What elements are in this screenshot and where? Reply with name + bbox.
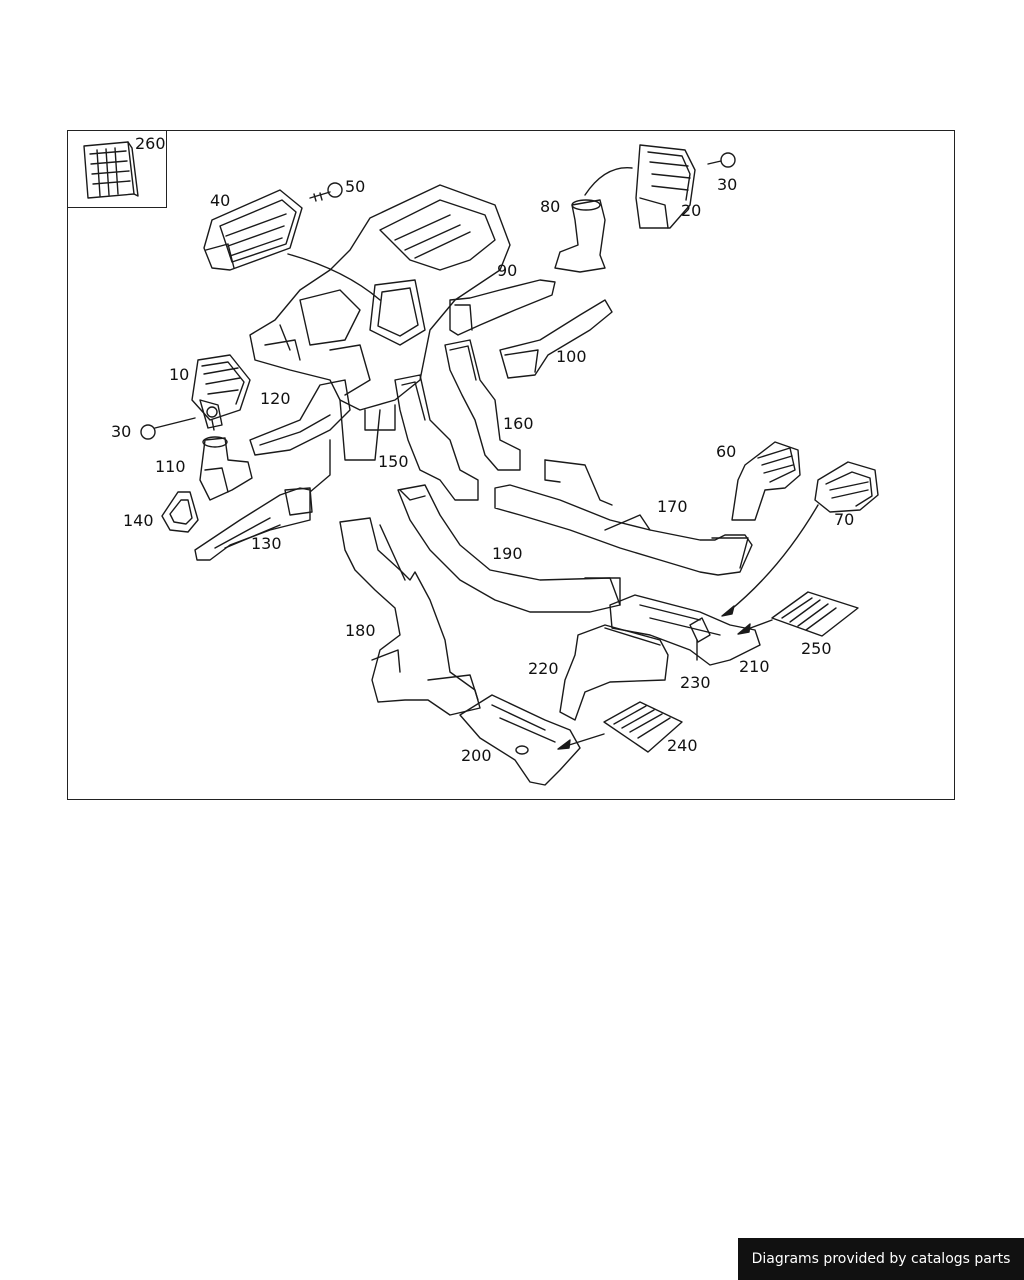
callout-210: 210	[739, 657, 770, 676]
callout-100: 100	[556, 347, 587, 366]
callout-230: 230	[680, 673, 711, 692]
main-duct-housing	[249, 184, 511, 461]
part-220-duct	[559, 624, 669, 721]
arrowhead-250	[737, 623, 751, 635]
part-190-duct	[397, 484, 621, 613]
part-50-screw	[309, 182, 343, 202]
arrowhead-240	[557, 739, 571, 750]
part-140-seal	[161, 491, 199, 533]
part-260-grille	[83, 141, 139, 199]
callout-10: 10	[169, 365, 190, 384]
part-230-clip	[689, 617, 711, 661]
leader-20	[584, 167, 633, 196]
part-240-grille	[603, 701, 683, 753]
leader-240	[565, 733, 605, 747]
part-120-duct	[249, 379, 351, 456]
callout-30-left: 30	[111, 422, 132, 441]
callout-70: 70	[834, 510, 855, 529]
callout-60: 60	[716, 442, 737, 461]
callout-220: 220	[528, 659, 559, 678]
callout-170: 170	[657, 497, 688, 516]
callout-260: 260	[135, 134, 166, 153]
part-60-vent	[731, 441, 801, 521]
part-20-vent	[635, 144, 696, 229]
part-150-duct	[394, 374, 479, 501]
callout-20: 20	[681, 201, 702, 220]
part-80-duct	[554, 199, 606, 273]
leader-70	[727, 504, 819, 613]
part-30-screw-right	[707, 152, 736, 168]
footer-banner: Diagrams provided by catalogs parts	[738, 1238, 1024, 1280]
part-30-screw-left	[140, 417, 196, 440]
part-10-vent	[191, 354, 251, 429]
callout-110: 110	[155, 457, 186, 476]
leader-40	[287, 253, 381, 301]
part-160-duct	[444, 339, 521, 471]
part-170-duct	[494, 459, 753, 576]
diagram-frame	[67, 130, 955, 800]
callout-80: 80	[540, 197, 561, 216]
part-90-duct	[449, 279, 556, 336]
part-40-vent	[203, 189, 303, 271]
leader-10	[211, 419, 215, 431]
callout-130: 130	[251, 534, 282, 553]
part-130-duct	[194, 439, 331, 561]
callout-140: 140	[123, 511, 154, 530]
callout-90: 90	[497, 261, 518, 280]
callout-250: 250	[801, 639, 832, 658]
part-250-grille	[771, 591, 859, 637]
callout-240: 240	[667, 736, 698, 755]
callout-190: 190	[492, 544, 523, 563]
callout-40: 40	[210, 191, 231, 210]
callout-200: 200	[461, 746, 492, 765]
part-110-elbow	[199, 436, 253, 501]
callout-150: 150	[378, 452, 409, 471]
inset-box	[67, 130, 167, 208]
callout-120: 120	[260, 389, 291, 408]
part-180-duct	[339, 517, 481, 716]
arrowhead-70	[721, 605, 735, 617]
part-70-vent	[814, 461, 879, 513]
callout-180: 180	[345, 621, 376, 640]
part-200-duct	[459, 694, 581, 786]
callout-50: 50	[345, 177, 366, 196]
callout-30-right: 30	[717, 175, 738, 194]
part-100-duct	[499, 299, 613, 379]
callout-160: 160	[503, 414, 534, 433]
part-210-duct	[609, 594, 761, 666]
